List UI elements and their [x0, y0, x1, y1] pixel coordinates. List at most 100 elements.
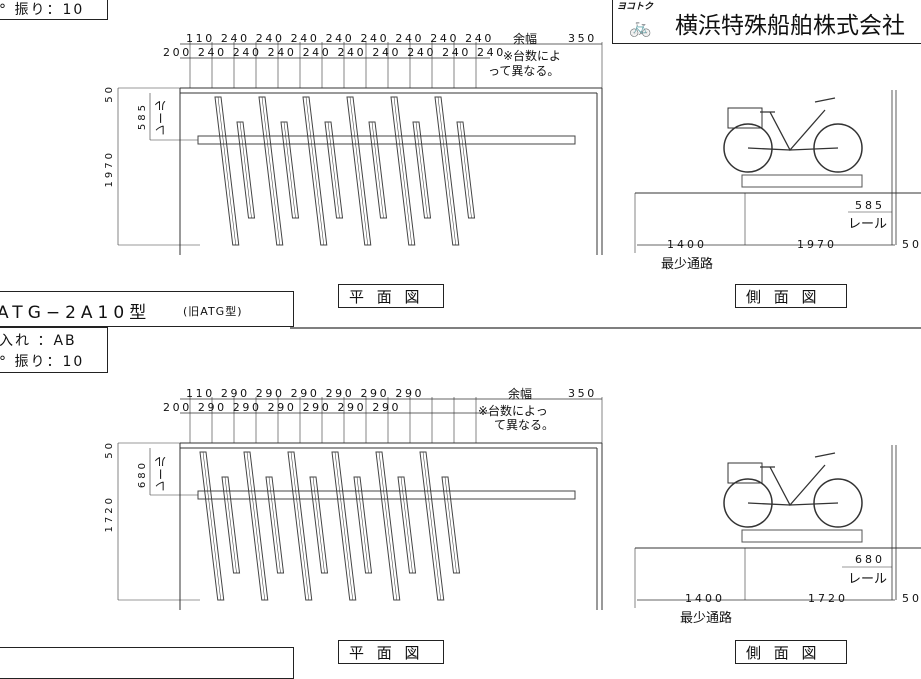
spec-type: 入れ ：AB [0, 333, 77, 349]
bike-slot [265, 476, 285, 574]
dim-v-depth: 1970 [104, 150, 115, 188]
rail-label: レール [154, 100, 168, 136]
rack-base [741, 529, 863, 543]
model-box: ATG−2A10型 (旧ATG型) [0, 291, 294, 327]
slot-centerline [246, 451, 266, 601]
slot-centerline [371, 121, 384, 219]
bike-slot [258, 96, 284, 246]
side-view-label: 側 面 図 [746, 288, 821, 306]
bike-slot [221, 476, 241, 574]
dim-v-50: 50 [104, 84, 115, 103]
dim-margin-label: 余幅 [508, 387, 533, 401]
wheel [723, 478, 773, 528]
slot-centerline [283, 121, 296, 219]
plan-view-label-box: 平 面 図 [338, 284, 444, 308]
rail [197, 135, 576, 145]
note-line2: って異なる。 [488, 64, 560, 78]
side-rail-label: レール [848, 217, 888, 232]
bike-slot [309, 476, 329, 574]
basket [727, 462, 763, 484]
side-end-dim: 50 [902, 238, 921, 251]
side-view-label-box: 側 面 図 [735, 640, 847, 664]
dim-v-rail: 680 [137, 460, 148, 489]
bike-slot [280, 121, 300, 219]
dim-right: 350 [568, 387, 597, 400]
slot-centerline [356, 476, 369, 574]
dim-v-50: 50 [104, 440, 115, 459]
bike-slot [434, 96, 460, 246]
slot-centerline [393, 96, 413, 246]
slot-centerline [444, 476, 457, 574]
bike-slot [390, 96, 416, 246]
wheel [813, 123, 863, 173]
bike-slot [324, 121, 344, 219]
plan-view-label-box: 平 面 図 [338, 640, 444, 664]
side-rail-dim: 585 [855, 199, 885, 212]
bike-slot [236, 121, 256, 219]
side-view-label-box: 側 面 図 [735, 284, 847, 308]
side-rail-label: レール [848, 572, 888, 587]
side-aisle-label: 最少通路 [661, 257, 714, 272]
slot-centerline [349, 96, 369, 246]
bike-slot [419, 451, 445, 601]
slot-centerline [400, 476, 413, 574]
dim-bottom-row: 200 240 240 240 240 240 240 240 240 240 [163, 46, 506, 59]
bike-slot [412, 121, 432, 219]
side-aisle-label: 最少通路 [680, 611, 733, 626]
plan-view-label: 平 面 図 [349, 288, 424, 306]
side-aisle-dim: 1400 [685, 592, 725, 605]
rail-label: レール [154, 456, 168, 492]
bike-slot [368, 121, 388, 219]
slot-centerline [334, 451, 354, 601]
bicycle [747, 452, 839, 507]
bicycle [747, 97, 839, 152]
slot-centerline [239, 121, 252, 219]
dim-margin-label: 余幅 [513, 32, 538, 46]
bike-slot [375, 451, 401, 601]
bicycle-logo-icon: 🚲 [629, 17, 652, 38]
slot-centerline [217, 96, 237, 246]
dim-top-row: 110 290 290 290 290 290 290 [186, 387, 425, 400]
wheel [723, 123, 773, 173]
side-view-label: 側 面 図 [746, 644, 821, 662]
slot-centerline [459, 121, 472, 219]
model-old-name: (旧ATG型) [183, 305, 243, 318]
next-model-box [0, 647, 294, 679]
side-end-dim: 50 [902, 592, 921, 605]
side-aisle-dim: 1400 [667, 238, 707, 251]
slot-centerline [312, 476, 325, 574]
company-name: 横浜特殊船舶株式会社 [675, 13, 905, 39]
bike-slot [441, 476, 461, 574]
bike-slot [456, 121, 476, 219]
side-rail-dim: 680 [855, 553, 885, 566]
bike-slot [199, 451, 225, 601]
bike-slot [353, 476, 373, 574]
slot-centerline [327, 121, 340, 219]
wheel [813, 478, 863, 528]
side-depth-dim: 1720 [808, 592, 848, 605]
note-line1: ※台数によ [503, 49, 562, 63]
slot-centerline [378, 451, 398, 601]
note-line1: ※台数によっ [478, 404, 548, 418]
slot-centerline [202, 451, 222, 601]
spec-box-2: 入れ ：AB ° 振り：10 [0, 327, 108, 373]
model-name: ATG−2A10型 [0, 303, 152, 323]
dim-v-depth: 1720 [104, 495, 115, 533]
note-line2: て異なる。 [494, 418, 555, 432]
plan-view-label: 平 面 図 [349, 644, 424, 662]
drawing-lines [117, 42, 921, 610]
slot-centerline [422, 451, 442, 601]
dim-top-row: 110 240 240 240 240 240 240 240 240 [186, 32, 494, 45]
slot-centerline [261, 96, 281, 246]
bike-slot [287, 451, 313, 601]
slot-centerline [415, 121, 428, 219]
dim-v-rail: 585 [137, 102, 148, 131]
slot-centerline [268, 476, 281, 574]
company-logo: ヨコトク [617, 2, 654, 12]
company-box: ヨコトク 🚲 横浜特殊船舶株式会社 [612, 0, 921, 44]
bike-slot [346, 96, 372, 246]
rack-base [741, 174, 863, 188]
bike-slot [397, 476, 417, 574]
bike-slot [214, 96, 240, 246]
slot-centerline [290, 451, 310, 601]
